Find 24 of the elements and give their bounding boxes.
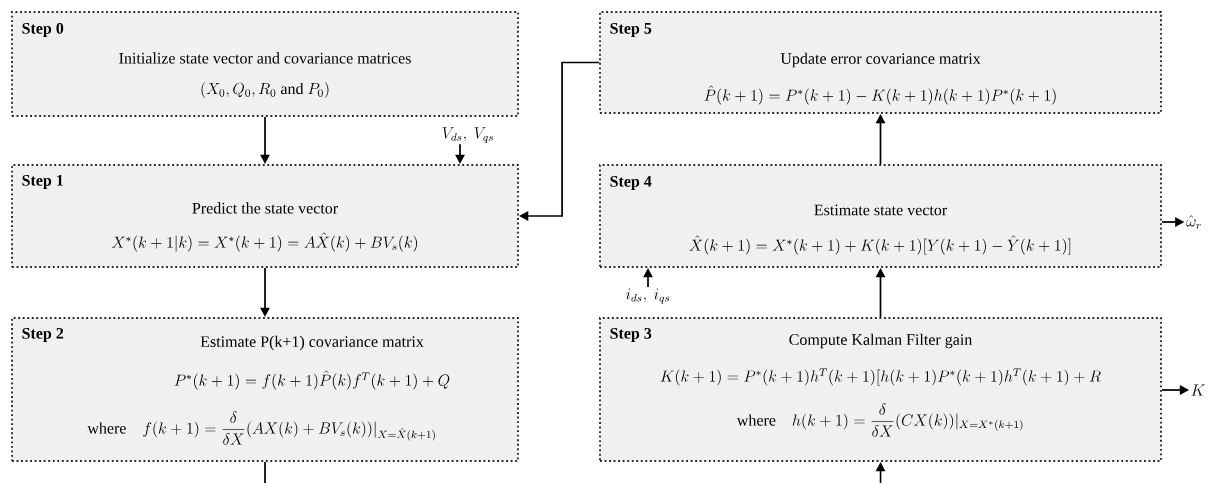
signal-label: $K$ xyxy=(1191,384,1205,396)
description: Estimate state vector xyxy=(814,204,948,216)
equation: $(X_0, Q_0, R_0\ \mathrm{and}\ P_0)$ xyxy=(201,82,329,98)
step-heading: Step 3 xyxy=(610,328,652,342)
equation: $\mathrm{where}\quad f(k+1)=\frac{\delta}{\delta X}(AX(k)+BV_s(k))|_{X=\hat{X}(k+1)}$ xyxy=(87,411,435,445)
step-heading: Step 0 xyxy=(22,23,64,38)
description: Compute Kalman Filter gain xyxy=(789,333,973,349)
equation: $\mathrm{where}\quad h(k+1)=\frac{\delta}{\delta X}(CX(k))|_{X=X^*(k+1)}$ xyxy=(736,403,1023,437)
equation: $X^*(k+1|k)=X^*(k+1)=A\hat{X}(k)+BV_s(k)$ xyxy=(111,232,418,252)
step-heading: Step 1 xyxy=(22,175,63,189)
step-heading: Step 5 xyxy=(610,23,652,37)
equation: $P^*(k+1)=f(k+1)\hat{P}(k)f^T(k+1)+Q$ xyxy=(174,370,450,390)
signal-label: $i_{ds},\ i_{qs}$ xyxy=(626,288,670,304)
description: Predict the state vector xyxy=(192,202,338,214)
step-heading: Step 4 xyxy=(610,176,652,190)
description: Estimate P(k+1) covariance matrix xyxy=(200,335,424,351)
description: Update error covariance matrix xyxy=(780,52,981,68)
signal-label: $V_{ds},\ V_{qs}$ xyxy=(442,127,493,143)
equation: $\hat{P}(k+1)=P^*(k+1)-K(k+1)h(k+1)P^*(k+1)$ xyxy=(704,85,1056,105)
description: Initialize state vector and covariance matrices xyxy=(119,52,411,64)
step-heading: Step 2 xyxy=(22,328,64,342)
signal-label: $\hat{\omega}_r$ xyxy=(1186,215,1201,229)
equation: $K(k+1)=P^*(k+1)h^T(k+1)[h(k+1)P^*(k+1)h^T(k+1)+R$ xyxy=(660,368,1101,386)
equation: $\hat{X}(k+1)=X^*(k+1)+K(k+1)[Y(k+1)-\hat{Y}(k+1)]$ xyxy=(689,235,1071,255)
